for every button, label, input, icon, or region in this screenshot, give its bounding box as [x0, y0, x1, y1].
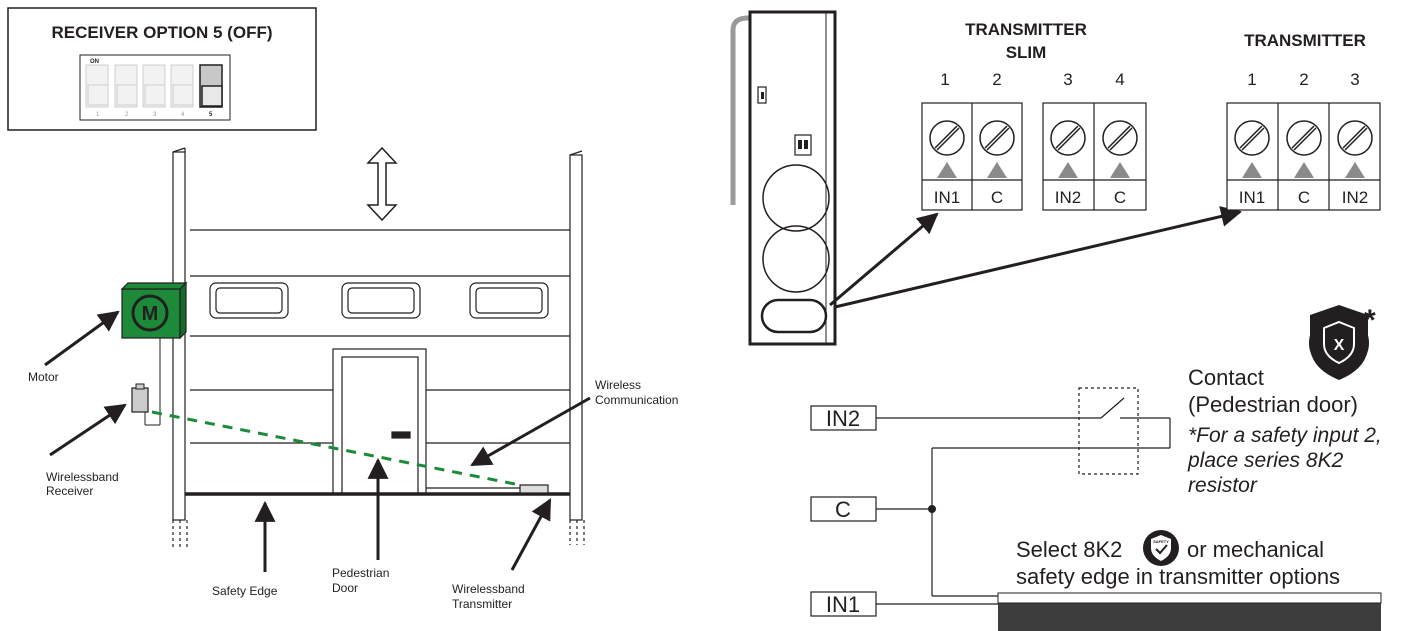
contact-line1: Contact [1188, 365, 1264, 390]
transmitter-label-line1: Wirelessband [452, 582, 525, 596]
receiver-option-title: RECEIVER OPTION 5 (OFF) [51, 23, 272, 42]
motor-symbol: M [142, 303, 159, 325]
slim-term-c2: C [1114, 188, 1126, 207]
pedestrian-label-line1: Pedestrian [332, 566, 389, 580]
motor-icon [131, 294, 169, 332]
dip-num-2: 2 [125, 112, 129, 118]
to-transmitter-arrow [834, 206, 1243, 309]
wire-in1: IN1 [826, 592, 860, 617]
wireless-label-line1: Wireless [595, 378, 641, 392]
transmitter-device [730, 10, 837, 346]
wireless-label-line2: Communication [595, 393, 678, 407]
select-line2: safety edge in transmitter options [1016, 564, 1340, 589]
slim-num-1: 1 [940, 70, 949, 89]
tx-term-in2: IN2 [1342, 188, 1368, 207]
safety-edge-label: Safety Edge [212, 584, 278, 598]
contact-line2: (Pedestrian door) [1188, 392, 1358, 417]
garage-door-illustration [172, 146, 585, 550]
motor-arrow [44, 310, 120, 367]
wire-in2: IN2 [826, 406, 860, 431]
receiver-unit [131, 383, 149, 425]
slim-num-4: 4 [1115, 70, 1124, 89]
note-line1: *For a safety input 2, [1188, 424, 1382, 447]
dip-num-3: 3 [153, 112, 157, 118]
motor-unit: M [120, 281, 188, 426]
dip-num-4: 4 [181, 112, 185, 118]
safety-shield-text: SAFETY [1153, 539, 1169, 544]
transmitter-block: TRANSMITTER 1 2 3 IN1 C IN2 [1226, 31, 1381, 211]
transmitter-arrow [510, 498, 552, 571]
tx-term-c: C [1298, 188, 1310, 207]
wireless-signal-line [151, 410, 521, 487]
transmitter-title: TRANSMITTER [1244, 31, 1366, 50]
receiver-option-panel: RECEIVER OPTION 5 (OFF) ON 1 2 3 4 5 [7, 7, 317, 131]
asterisk: * [1364, 304, 1376, 337]
slim-num-3: 3 [1063, 70, 1072, 89]
pedestrian-label-line2: Door [332, 581, 358, 595]
slim-term-in2: IN2 [1055, 188, 1081, 207]
wire-c: C [835, 497, 851, 522]
tx-num-2: 2 [1299, 70, 1308, 89]
tx-num-3: 3 [1350, 70, 1359, 89]
safety-shield-icon: SAFETY [1143, 530, 1179, 566]
to-slim-arrow [829, 212, 939, 307]
dip-num-1: 1 [96, 112, 100, 118]
slim-term-c1: C [991, 188, 1003, 207]
slim-term-in1: IN1 [934, 188, 960, 207]
receiver-label-line2: Receiver [46, 484, 93, 498]
wireless-arrow [470, 396, 591, 467]
tx-num-1: 1 [1247, 70, 1256, 89]
slim-title-line2: SLIM [1006, 43, 1047, 62]
wiring-schematic: X * IN2 C IN1 Contact (Pedestrian door) [810, 304, 1382, 631]
slim-title-line1: TRANSMITTER [965, 20, 1087, 39]
note-line2: place series 8K2 [1187, 449, 1344, 472]
slim-num-2: 2 [992, 70, 1001, 89]
dip-num-5: 5 [209, 112, 213, 118]
note-line3: resistor [1188, 474, 1258, 497]
select-before: Select 8K2 [1016, 537, 1122, 562]
receiver-arrow [49, 403, 127, 457]
dip-on-label: ON [90, 59, 99, 65]
transmitter-slim-block: TRANSMITTER SLIM 1 2 3 4 IN1 C IN2 C [921, 20, 1147, 211]
transmitter-label-line2: Transmitter [452, 597, 512, 611]
select-after: or mechanical [1187, 537, 1324, 562]
tx-term-in1: IN1 [1239, 188, 1265, 207]
dip-switch: ON 1 2 3 4 5 [79, 54, 231, 121]
shield-x-letter: X [1334, 337, 1345, 354]
receiver-label-line1: Wirelessband [46, 470, 119, 484]
motor-label: Motor [28, 370, 59, 384]
